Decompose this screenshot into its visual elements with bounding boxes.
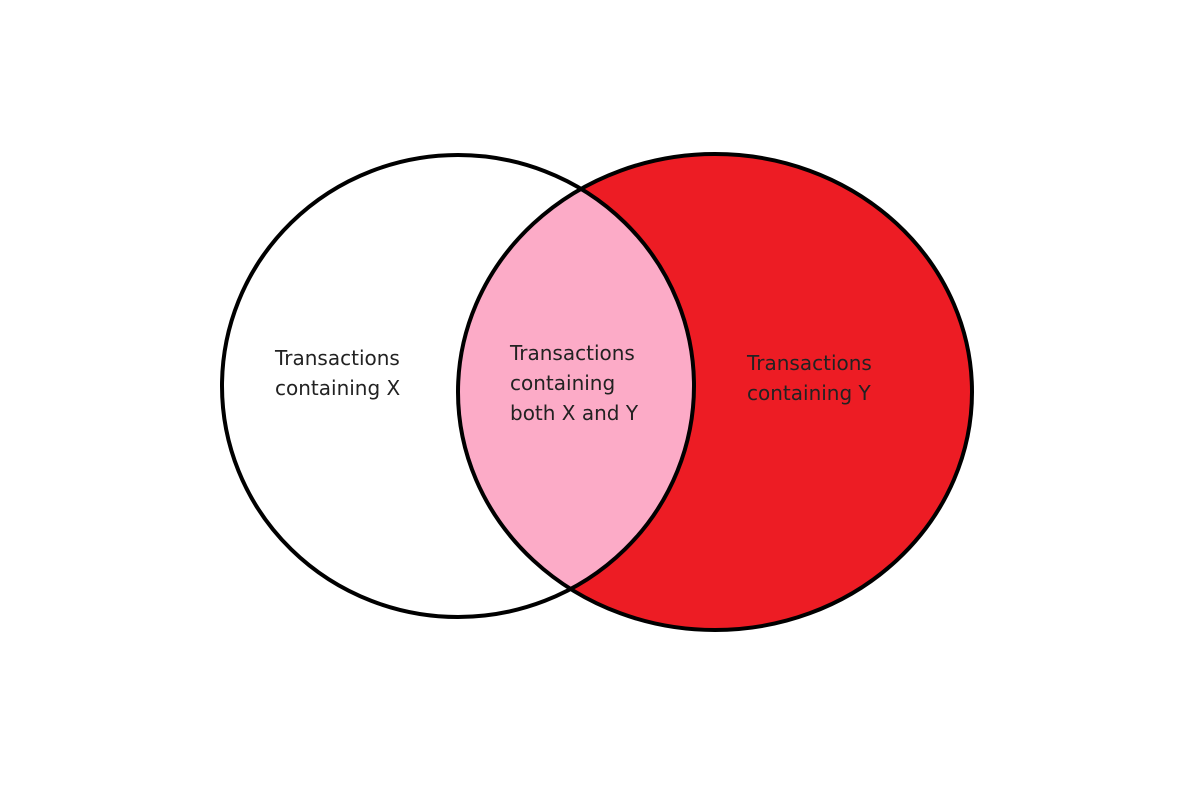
intersection-label: Transactions containing both X and Y	[510, 338, 638, 428]
set-y-label: Transactions containing Y	[747, 348, 872, 408]
intersection-region	[458, 155, 694, 617]
set-x-label: Transactions containing X	[275, 343, 400, 403]
set-y-label-line-2: containing Y	[747, 381, 871, 405]
intersection-label-line-2: containing	[510, 371, 616, 395]
intersection-label-line-1: Transactions	[510, 341, 635, 365]
intersection-label-line-3: both X and Y	[510, 401, 639, 425]
set-x-label-line-2: containing X	[275, 376, 401, 400]
set-y-label-line-1: Transactions	[747, 351, 872, 375]
set-y-outline	[456, 152, 974, 632]
set-x-label-line-1: Transactions	[275, 346, 400, 370]
set-x-outline	[220, 153, 696, 619]
